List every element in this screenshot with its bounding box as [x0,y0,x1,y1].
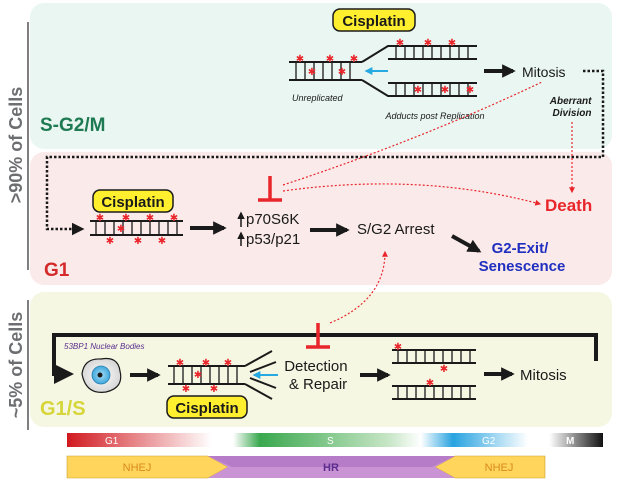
cisplatin-label-g1: Cisplatin [101,194,164,211]
svg-text:✱: ✱ [224,358,232,369]
side-label-bottom: ~5% of Cells [6,312,26,419]
svg-text:✱: ✱ [194,370,202,381]
detection-repair-label: Detection & Repair [284,358,352,393]
inhibition-top [258,176,282,202]
svg-text:✱: ✱ [441,85,449,96]
svg-text:✱: ✱ [146,213,154,224]
cell-cycle-s: S [327,436,334,447]
svg-text:✱: ✱ [296,54,304,65]
adducts-top: ✱ ✱ ✱ ✱ ✱ ✱ ✱ ✱ ✱ ✱ ✱ [296,38,474,96]
svg-text:✱: ✱ [440,364,448,375]
side-label-top: >90% of Cells [6,87,26,204]
dna-rungs-top [295,46,469,96]
svg-text:✱: ✱ [338,67,346,78]
svg-text:✱: ✱ [426,378,434,389]
panel-label-sg2m: S-G2/M [40,115,105,136]
repair-nhej-left: NHEJ [123,462,152,474]
svg-text:✱: ✱ [202,358,210,369]
svg-text:✱: ✱ [170,213,178,224]
repair-hr: HR [323,462,339,474]
checkpoint-to-death-dotted [282,183,542,206]
p53p21-label: p53/p21 [246,231,300,248]
panel-sg2m [30,3,612,149]
cell-cycle-g2: G2 [482,436,496,447]
mitosis-inhibition-dotted [282,81,543,186]
bottom-loop [52,333,598,384]
repair-nhej-right: NHEJ [485,462,514,474]
sg2-arrest-label: S/G2 Arrest [357,221,435,238]
cisplatin-badge-g1 [92,189,174,213]
svg-text:✱: ✱ [158,236,166,247]
cell-cycle-m: M [566,436,574,447]
hr-band-top [208,456,455,467]
aberrant-division-label: Aberrant Division [549,96,594,119]
p70s6k-label: p70S6K [246,211,299,228]
svg-text:✱: ✱ [182,384,190,395]
svg-text:✱: ✱ [448,38,456,49]
death-label: Death [545,196,592,215]
g2-exit-label: G2-Exit/ Senescence [479,240,566,275]
svg-text:✱: ✱ [350,54,358,65]
adducts-post-replication-label: Adducts post Replication [384,111,484,121]
svg-text:✱: ✱ [134,236,142,247]
cell-cycle-bar [67,433,603,447]
svg-text:✱: ✱ [210,384,218,395]
svg-text:✱: ✱ [106,236,114,247]
svg-text:✱: ✱ [396,38,404,49]
nuclear-bodies-label: 53BP1 Nuclear Bodies [64,342,145,351]
cisplatin-badge-bottom [166,395,248,419]
dna-duplex-g1: ✱✱✱✱ ✱✱✱✱ [90,213,183,247]
svg-text:✱: ✱ [96,213,104,224]
panel-label-g1: G1 [44,260,70,281]
replication-fork-bottom: ✱✱✱ ✱✱✱ [168,350,277,400]
inhibition-bottom [306,323,330,349]
svg-text:✱: ✱ [394,342,402,353]
cisplatin-label-top: Cisplatin [342,13,405,30]
svg-text:✱: ✱ [414,85,422,96]
arrow-to-g2-exit [451,234,482,253]
unreplicated-label: Unreplicated [292,93,344,103]
cell-cycle-g1: G1 [105,436,119,447]
svg-text:✱: ✱ [308,67,316,78]
svg-text:✱: ✱ [176,358,184,369]
svg-text:✱: ✱ [424,38,432,49]
panel-label-g1s: G1/S [40,398,86,420]
svg-text:✱: ✱ [326,54,334,65]
cisplatin-label-bottom: Cisplatin [175,400,238,417]
svg-text:✱: ✱ [122,213,130,224]
replication-fork-top [289,45,477,97]
svg-text:✱: ✱ [466,85,474,96]
cisplatin-badge-top [332,8,416,32]
mitosis-label-bottom: Mitosis [520,367,567,384]
nucleus-cell [81,357,122,393]
replicated-duplexes: ✱ ✱ ✱ [392,342,476,400]
dotted-loop-connector [45,69,605,236]
panel-g1s [30,292,612,427]
mitosis-label-top: Mitosis [522,64,566,80]
repair-inhibition-dotted [329,250,388,324]
svg-text:✱: ✱ [117,224,125,235]
